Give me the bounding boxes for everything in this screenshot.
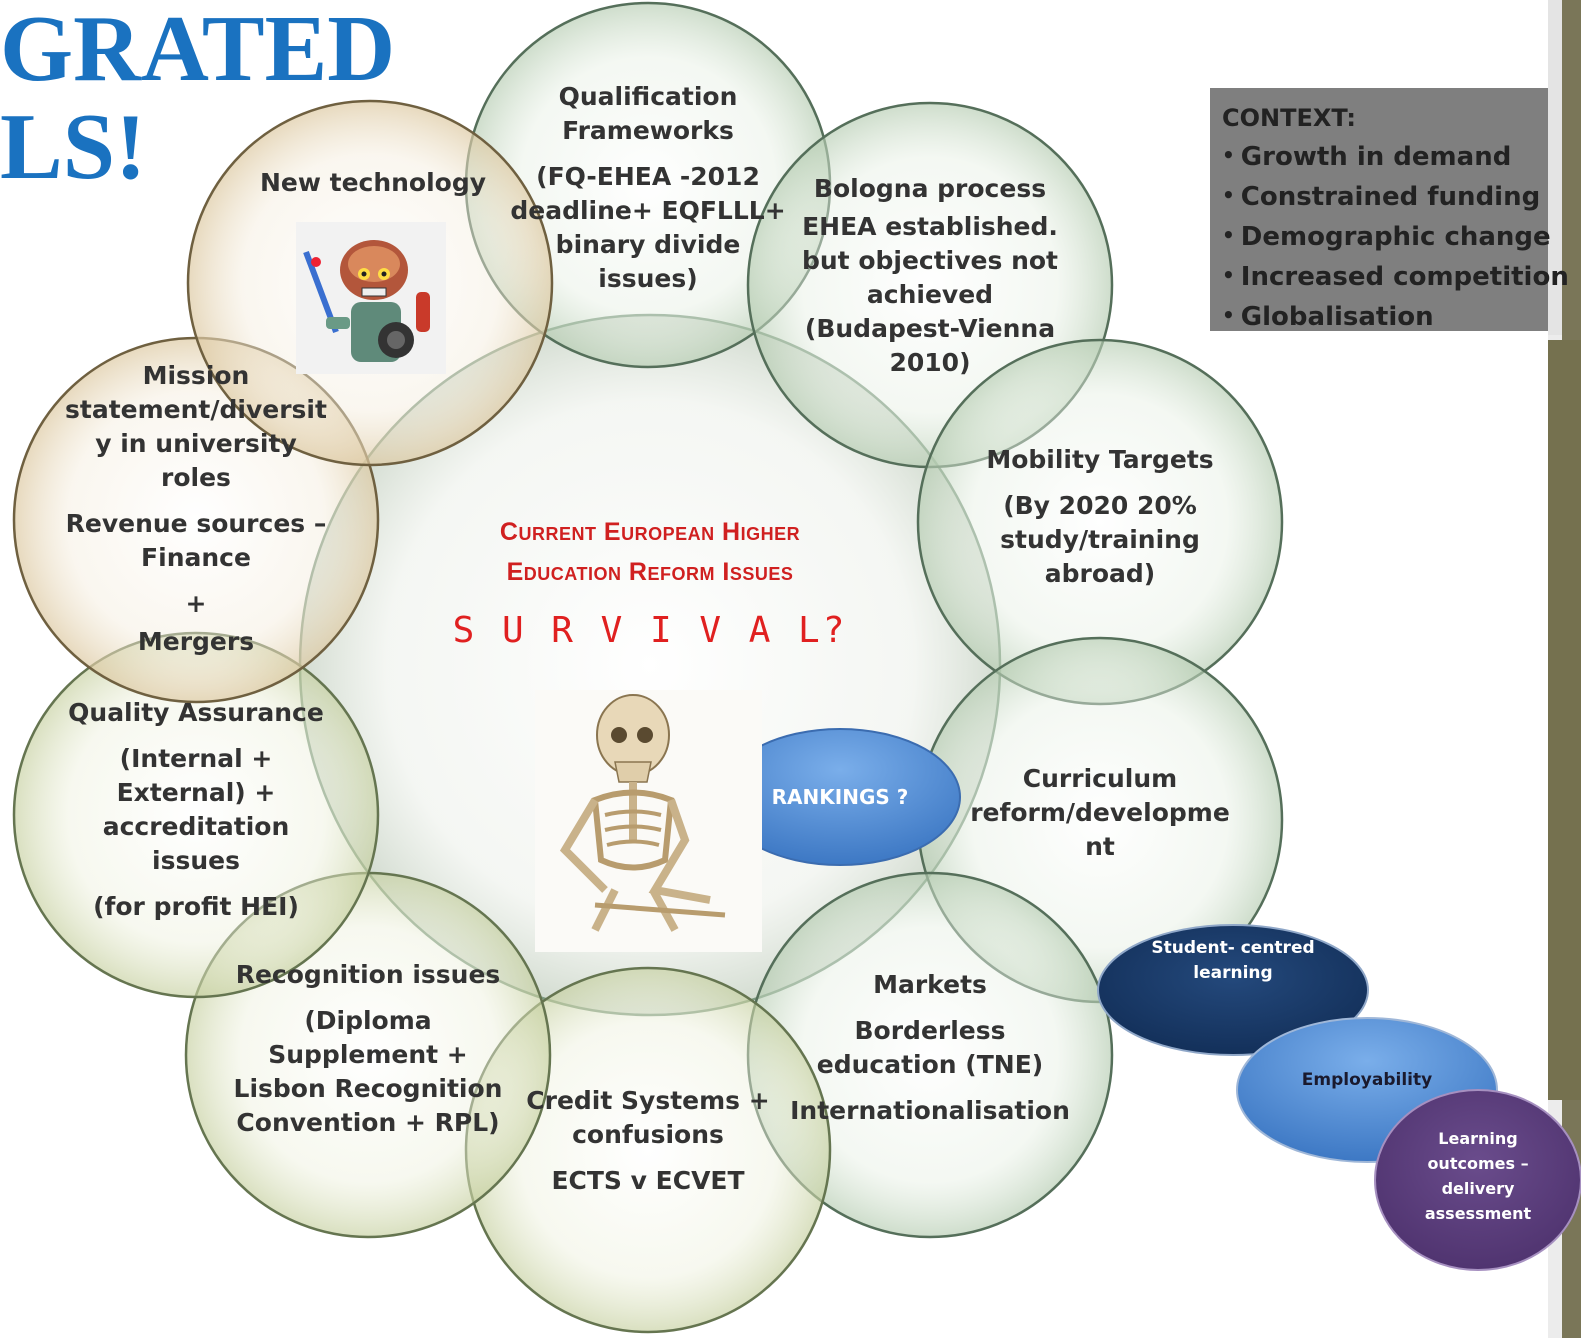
learning-outcomes-line: assessment [1424,1204,1532,1223]
recognition-line: (Diploma [304,1006,432,1035]
learning-outcomes-line: outcomes – [1427,1154,1529,1173]
mission-line: Finance [141,543,251,572]
context-item: Globalisation [1222,296,1548,336]
technology-text: New technology [238,166,508,200]
student-centred-line: learning [1193,963,1273,983]
context-list: Growth in demand Constrained funding Dem… [1222,136,1569,336]
context-item: Increased competition [1222,256,1569,296]
slide-title-fragment: GRATED LS! [0,0,395,196]
quality-line: (for profit HEI) [93,892,299,921]
bologna-line: EHEA established. [802,212,1058,241]
center-title-line-1: Current European Higher [499,518,801,546]
recognition-line: Lisbon Recognition [233,1074,503,1103]
center-title: Current European Higher Education Reform… [430,512,870,592]
mission-line: + [185,589,207,618]
student-centred-label: Student- centred learning [1120,936,1346,986]
mission-line: Mission [142,361,250,390]
recognition-text: Recognition issues (Diploma Supplement +… [228,958,508,1140]
bologna-text: Bologna process EHEA established. but ob… [790,172,1070,380]
quality-line: External) + [116,778,276,807]
curriculum-line: Curriculum [1022,764,1178,793]
student-centred-line: Student- centred [1151,938,1315,958]
credit-line: ECTS v ECVET [551,1166,745,1195]
mission-line: y in university [95,429,297,458]
context-item: Constrained funding [1222,176,1548,216]
rankings-label: RANKINGS ? [771,785,909,809]
bubble-learning-outcomes [1374,1089,1581,1271]
credit-text: Credit Systems + confusions ECTS v ECVET [508,1084,788,1198]
markets-line: education (TNE) [816,1050,1044,1079]
context-item: Demographic change [1222,216,1551,256]
recognition-line: Recognition issues [235,960,501,989]
mobility-line: abroad) [1044,559,1156,588]
title-line-2: LS! [0,95,147,199]
curriculum-text: Curriculum reform/developme nt [960,762,1240,864]
center-title-line-2: Education Reform Issues [506,558,794,586]
bologna-line: 2010) [889,348,971,377]
curriculum-line: nt [1085,832,1115,861]
technology-line: New technology [259,168,487,197]
curriculum-line: reform/developme [970,798,1230,827]
qualification-line: Frameworks [562,116,734,145]
mobility-line: (By 2020 20% [1003,491,1197,520]
context-title: CONTEXT: [1222,104,1357,132]
quality-line: accreditation [102,812,290,841]
edge-olive-block [1548,340,1581,1100]
credit-line: confusions [572,1120,724,1149]
qualification-line: deadline+ EQFLLL+ [510,196,786,225]
mission-line: roles [161,463,231,492]
employability-label: Employability [1301,1070,1433,1090]
martian-figure-image [296,222,446,374]
bologna-line: achieved [866,280,994,309]
recognition-line: Convention + RPL) [236,1108,500,1137]
mobility-line: Mobility Targets [986,445,1214,474]
context-box: CONTEXT: Growth in demand Constrained fu… [1210,88,1569,332]
learning-outcomes-line: Learning [1438,1129,1518,1148]
skeleton-image [535,690,762,952]
mobility-text: Mobility Targets (By 2020 20% study/trai… [960,443,1240,591]
qualification-line: (FQ-EHEA -2012 [536,162,760,191]
qualification-line: issues) [598,264,698,293]
markets-line: Borderless [854,1016,1006,1045]
recognition-line: Supplement + [268,1040,468,1069]
bologna-line: Bologna process [813,174,1047,203]
qualification-line: binary divide [555,230,741,259]
learning-outcomes-label: Learning outcomes – delivery assessment [1400,1126,1556,1226]
markets-line: Markets [873,970,987,999]
mission-text: Mission statement/diversit y in universi… [56,359,336,659]
bologna-line: (Budapest-Vienna [804,314,1056,343]
quality-line: (Internal + [119,744,273,773]
slide-edge-strip [1548,0,1581,1338]
bubble-student-centred [1097,924,1369,1056]
learning-outcomes-line: delivery [1441,1179,1515,1198]
qualification-line: Qualification [558,82,738,111]
mission-line: Mergers [137,627,255,656]
survival-heading: S U R V I V A L? [452,610,848,651]
quality-line: issues [152,846,240,875]
mission-line: Revenue sources – [65,509,327,538]
quality-line: Quality Assurance [68,698,324,727]
markets-line: Internationalisation [790,1096,1070,1125]
mobility-line: study/training [1000,525,1200,554]
mission-line: statement/diversit [65,395,327,424]
markets-text: Markets Borderless education (TNE) Inter… [790,968,1070,1128]
title-line-1: GRATED [0,0,396,101]
quality-text: Quality Assurance (Internal + External) … [56,696,336,924]
credit-line: Credit Systems + [526,1086,770,1115]
qualification-text: Qualification Frameworks (FQ-EHEA -2012 … [508,80,788,296]
bologna-line: but objectives not [801,246,1059,275]
context-item: Growth in demand [1222,136,1548,176]
